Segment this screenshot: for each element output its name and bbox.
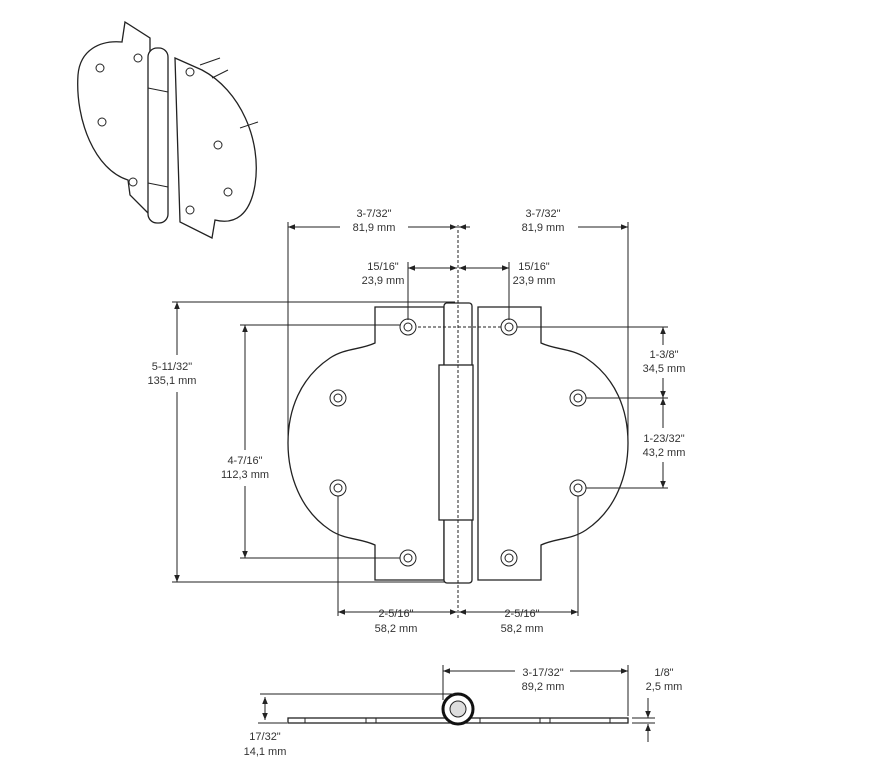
dim-right-lower-in: 2-5/16" — [504, 608, 539, 620]
dim-right-width-mm: 81,9 mm — [522, 222, 565, 234]
dim-left-hole-mm: 23,9 mm — [362, 275, 405, 287]
dim-hole-span-in: 4-7/16" — [227, 455, 262, 467]
dim-thickness-in: 1/8" — [654, 667, 673, 679]
isometric-hinge-view — [77, 20, 259, 239]
dim-left-lower-mm: 58,2 mm — [375, 623, 418, 635]
dim-right-width-in: 3-7/32" — [525, 208, 560, 220]
dim-left-hole-in: 15/16" — [367, 261, 399, 273]
dim-lower-spacing-in: 1-23/32" — [643, 433, 684, 445]
dim-side-width-in: 3-17/32" — [522, 667, 563, 679]
front-view — [172, 222, 668, 620]
dim-height-in: 5-11/32" — [152, 361, 192, 373]
dim-left-lower-in: 2-5/16" — [378, 608, 413, 620]
dim-thickness-mm: 2,5 mm — [646, 681, 683, 693]
dim-right-lower-mm: 58,2 mm — [501, 623, 544, 635]
dim-upper-spacing-in: 1-3/8" — [650, 349, 679, 361]
dim-lower-spacing-mm: 43,2 mm — [643, 447, 686, 459]
dim-knuckle-mm: 14,1 mm — [244, 746, 287, 758]
dim-knuckle-in: 17/32" — [249, 731, 281, 743]
dim-hole-span-mm: 112,3 mm — [221, 469, 269, 481]
dim-left-width-in: 3-7/32" — [356, 208, 391, 220]
dim-upper-spacing-mm: 34,5 mm — [643, 363, 686, 375]
dim-left-width-mm: 81,9 mm — [353, 222, 396, 234]
dim-side-width-mm: 89,2 mm — [522, 681, 565, 693]
dim-right-hole-in: 15/16" — [518, 261, 550, 273]
dim-height-mm: 135,1 mm — [148, 375, 197, 387]
side-view — [258, 665, 655, 742]
dim-right-hole-mm: 23,9 mm — [513, 275, 556, 287]
